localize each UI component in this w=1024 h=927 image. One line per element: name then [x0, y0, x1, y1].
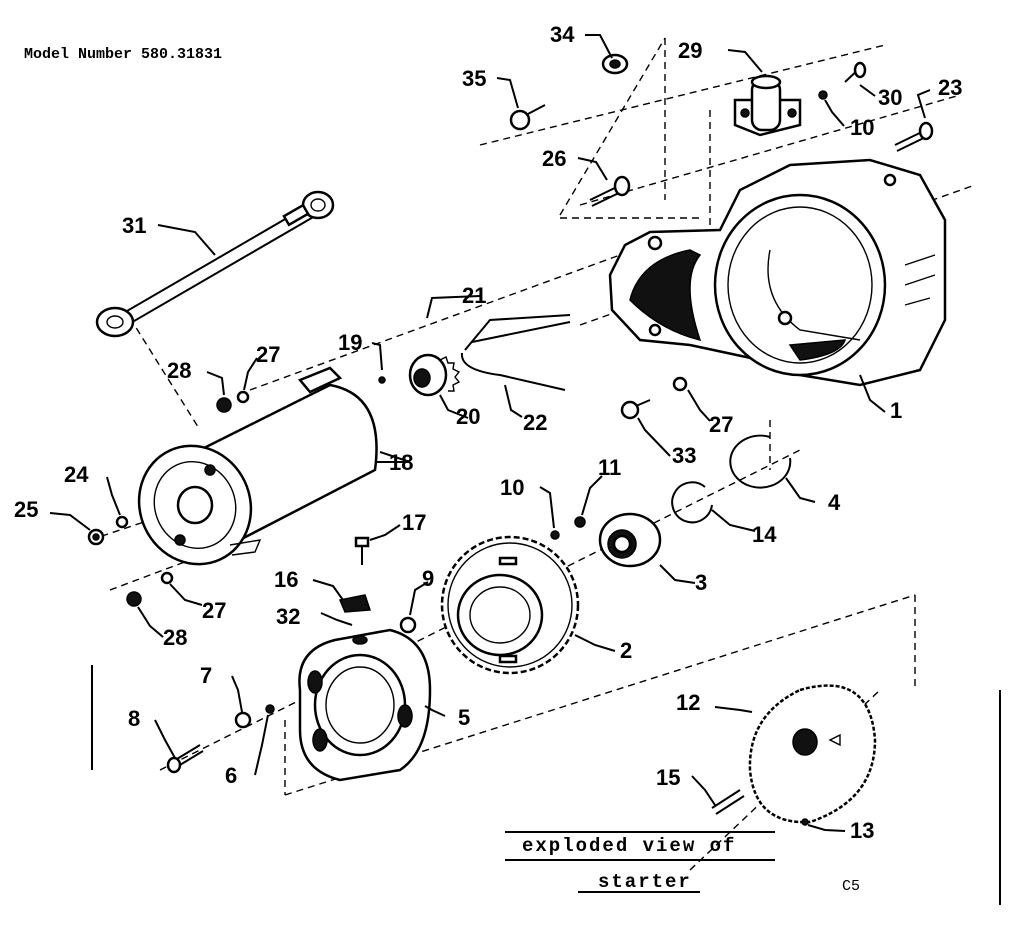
screw-35-part	[509, 104, 546, 131]
washer-27-right-part	[672, 376, 688, 392]
callout-35: 35	[462, 66, 486, 91]
bolt-33-part	[620, 399, 651, 420]
callout-20: 20	[456, 404, 480, 429]
retaining-ring-4-part	[729, 434, 792, 489]
screw-8-part	[166, 744, 204, 774]
stud-26-part	[589, 175, 631, 207]
callout-13: 13	[850, 818, 874, 843]
callout-29: 29	[678, 38, 702, 63]
callout-31: 31	[122, 213, 146, 238]
washer-6-part	[265, 704, 275, 714]
callout-27-top: 27	[256, 342, 280, 367]
callout-23: 23	[938, 75, 962, 100]
washer-19-part	[378, 376, 386, 384]
washer-11-part	[574, 516, 586, 528]
callout-19: 19	[338, 330, 362, 355]
callout-27-bottom: 27	[202, 598, 226, 623]
callout-18: 18	[389, 450, 413, 475]
starter-motor-part	[137, 366, 378, 566]
washer-10-top-part	[818, 90, 828, 100]
callout-33: 33	[672, 443, 696, 468]
washer-24-part	[115, 515, 129, 529]
washer-27-bottom-part	[160, 571, 174, 585]
clutch-housing-part	[298, 628, 432, 782]
caption-line-2: starter	[598, 871, 692, 893]
callout-28-top: 28	[167, 358, 191, 383]
screw-17-part	[354, 536, 370, 565]
pin-13-part	[801, 818, 809, 826]
callout-labels: 34 29 35 30 23 10 26 31 21 19 27 28 1 20…	[14, 22, 962, 843]
washer-10-mid-part	[550, 530, 560, 540]
callout-7: 7	[200, 663, 212, 688]
wire-spring-part	[460, 314, 571, 391]
grommet-34-part	[601, 53, 629, 75]
callout-10-top: 10	[850, 115, 874, 140]
retaining-ring-14-part	[671, 481, 713, 524]
bushing-part	[598, 512, 662, 568]
pawl-16-part	[338, 594, 372, 613]
pinion-gear-part	[408, 353, 461, 397]
callout-24: 24	[64, 462, 89, 487]
callout-34: 34	[550, 22, 575, 47]
caption-line-1: exploded view of	[522, 835, 736, 857]
callout-17: 17	[402, 510, 426, 535]
solenoid-part	[733, 74, 802, 137]
page-code: C5	[842, 878, 860, 895]
screw-30-part	[844, 61, 867, 83]
callout-32: 32	[276, 604, 300, 629]
washer-9-part	[399, 616, 417, 634]
ring-gear-part	[440, 535, 580, 675]
callout-2: 2	[620, 638, 632, 663]
callout-4: 4	[828, 490, 841, 515]
model-number-label: Model Number 580.31831	[24, 46, 222, 63]
callout-21: 21	[462, 283, 486, 308]
washer-7-part	[234, 711, 252, 729]
callout-26: 26	[542, 146, 566, 171]
callout-27-right: 27	[709, 412, 733, 437]
callout-28-bottom: 28	[163, 625, 187, 650]
nut-28-bottom-part	[126, 591, 142, 607]
washer-27-top-part	[236, 390, 250, 404]
callout-8: 8	[128, 706, 140, 731]
callout-16: 16	[274, 567, 298, 592]
link-rod-part	[95, 190, 335, 338]
callout-5: 5	[458, 705, 470, 730]
callout-30: 30	[878, 85, 902, 110]
diagram-caption: exploded view of starter	[505, 831, 775, 893]
callout-22: 22	[523, 410, 547, 435]
nut-28-top-part	[216, 397, 232, 413]
callout-3: 3	[695, 570, 707, 595]
callout-14: 14	[752, 522, 777, 547]
starter-housing-part	[608, 158, 947, 387]
callout-25: 25	[14, 497, 38, 522]
callout-9: 9	[422, 566, 434, 591]
cover-plate-part	[748, 684, 877, 824]
callout-15: 15	[656, 765, 680, 790]
callout-6: 6	[225, 763, 237, 788]
callout-12: 12	[676, 690, 700, 715]
pin-15-part	[711, 789, 745, 815]
callout-1: 1	[890, 398, 902, 423]
callout-10-mid: 10	[500, 475, 524, 500]
stud-23-part	[894, 121, 934, 152]
callout-11: 11	[598, 455, 621, 480]
callout-leaders	[49, 34, 931, 832]
